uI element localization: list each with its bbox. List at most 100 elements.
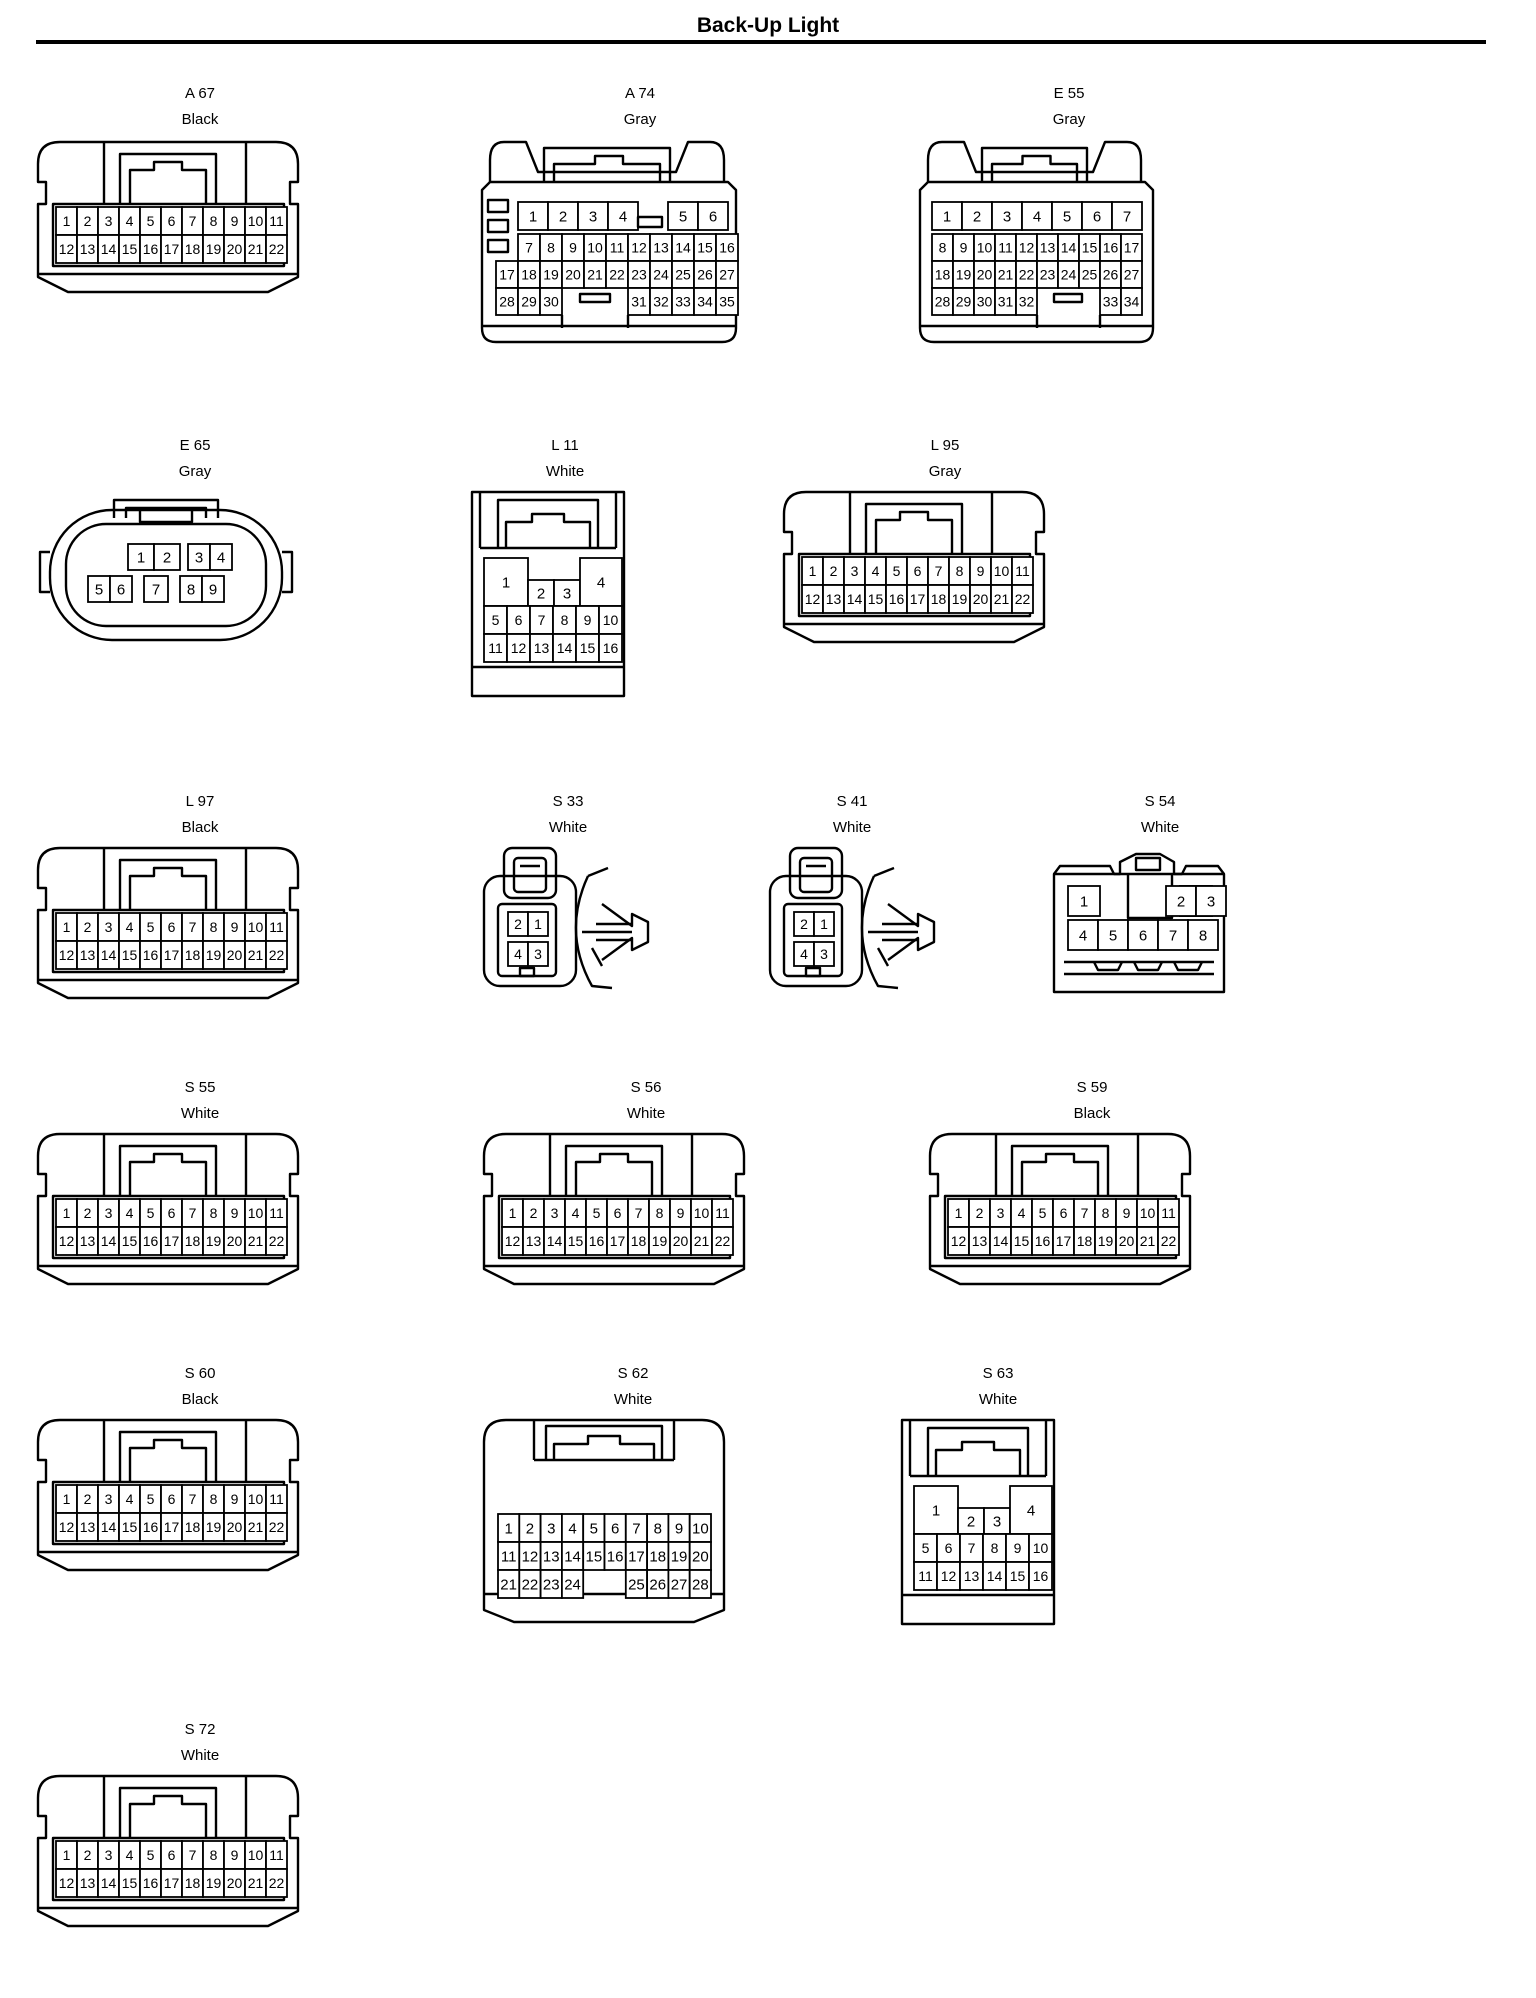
housing-outline — [486, 198, 510, 214]
pin-cavity — [483, 557, 529, 607]
pin-cavity — [1067, 885, 1101, 917]
housing-outline — [1052, 872, 1226, 994]
pin-cavity — [201, 575, 225, 603]
pin-number: 8 — [210, 1205, 218, 1221]
pin-number: 16 — [143, 241, 159, 257]
pin-number: 12 — [805, 591, 821, 607]
clip-latch — [582, 922, 632, 942]
pin-cell: 6 — [160, 1484, 183, 1514]
pin-cell: 3 — [577, 201, 609, 231]
housing-outline — [908, 1420, 1048, 1476]
pin-number: 14 — [101, 241, 117, 257]
pin-number: 10 — [248, 919, 264, 935]
pin-number: 22 — [522, 1576, 539, 1593]
pin-number: 22 — [715, 1233, 731, 1249]
pin-number: 1 — [63, 919, 71, 935]
pin-number: 18 — [935, 267, 951, 283]
pin-number: 9 — [677, 1205, 685, 1221]
pin-number: 19 — [652, 1233, 668, 1249]
pin-number: 29 — [521, 294, 537, 310]
connector-id: L 11 — [551, 437, 579, 454]
pin-cell: 7 — [959, 1533, 984, 1563]
pin-cavity — [697, 201, 729, 231]
pin-number: 1 — [63, 1205, 71, 1221]
pin-number: 15 — [122, 1233, 138, 1249]
pin-number: 8 — [939, 240, 947, 256]
pin-cell: 8 — [931, 233, 954, 262]
pin-cell: 7 — [181, 1840, 204, 1870]
pin-number: 15 — [697, 240, 713, 256]
connector-color: Gray — [929, 463, 962, 480]
pin-cell: 19 — [648, 1226, 671, 1256]
housing-outline — [782, 490, 1046, 644]
pin-number: 12 — [1019, 240, 1035, 256]
pin-cell: 4 — [118, 206, 141, 236]
connector-color: White — [181, 1105, 219, 1122]
housing-outline — [128, 160, 208, 204]
connector-id: E 65 — [180, 437, 211, 454]
pin-number: 12 — [522, 1548, 539, 1565]
pin-cell: 11 — [1157, 1198, 1180, 1228]
pin-cell: 22 — [1157, 1226, 1180, 1256]
pin-cell: 3 — [539, 1513, 563, 1543]
pin-cell: 12 — [55, 1226, 78, 1256]
pin-cell: 21 — [497, 1569, 521, 1599]
pin-cell: 31 — [994, 287, 1017, 316]
pin-cell: 3 — [991, 201, 1023, 231]
pin-number: 27 — [671, 1576, 688, 1593]
pin-cell: 17 — [160, 234, 183, 264]
housing-outline — [542, 146, 672, 182]
connector-id: S 56 — [631, 1079, 662, 1096]
pin-cell: 18 — [181, 1226, 204, 1256]
pin-cavity — [813, 941, 835, 967]
housing-outline — [128, 1152, 208, 1196]
pin-number: 4 — [1033, 208, 1041, 225]
pin-cell: 5 — [1097, 919, 1129, 951]
pin-cavity — [561, 1569, 585, 1599]
pin-cell: 15 — [118, 1226, 141, 1256]
housing-outline — [1053, 852, 1225, 876]
pin-cell: 11 — [265, 1198, 288, 1228]
pin-cell: 7 — [143, 575, 169, 603]
pin-number: 15 — [1010, 1568, 1026, 1584]
pin-number: 13 — [80, 241, 96, 257]
pin-cell: 3 — [187, 543, 211, 571]
pin-cell: 19 — [202, 234, 225, 264]
pin-number: 12 — [59, 1875, 75, 1891]
pin-cell: 24 — [649, 260, 673, 289]
pin-number: 9 — [231, 919, 239, 935]
pin-number: 22 — [609, 267, 625, 283]
pin-cell: 18 — [931, 260, 954, 289]
pin-cell: 18 — [181, 234, 204, 264]
pin-number: 4 — [126, 919, 134, 935]
housing-outline — [1134, 856, 1162, 872]
pin-cell: 17 — [160, 1226, 183, 1256]
pin-number: 9 — [675, 1520, 683, 1537]
connector-color: White — [979, 1391, 1017, 1408]
housing-outline — [36, 1774, 300, 1928]
pin-cavity — [153, 543, 181, 571]
pin-cell: 14 — [982, 1561, 1007, 1591]
housing-outline — [848, 492, 994, 554]
pin-number: 5 — [147, 1205, 155, 1221]
pin-number: 22 — [269, 1875, 285, 1891]
clip-arc — [873, 866, 895, 878]
pin-cavity — [711, 1226, 734, 1256]
pin-number: 4 — [514, 946, 522, 962]
pin-number: 20 — [692, 1548, 709, 1565]
pin-number: 18 — [185, 241, 201, 257]
pin-cavity — [265, 1868, 288, 1898]
pin-cavity — [715, 287, 739, 316]
pin-cell: 21 — [244, 234, 267, 264]
pin-number: 10 — [248, 213, 264, 229]
connector-id: S 33 — [553, 793, 584, 810]
pin-number: 13 — [972, 1233, 988, 1249]
pin-number: 19 — [671, 1548, 688, 1565]
pin-number: 27 — [1124, 267, 1140, 283]
pin-cell: 18 — [181, 1868, 204, 1898]
pin-number: 20 — [1119, 1233, 1135, 1249]
pin-cell: 5 — [483, 605, 508, 635]
pin-cell: 1 — [501, 1198, 524, 1228]
